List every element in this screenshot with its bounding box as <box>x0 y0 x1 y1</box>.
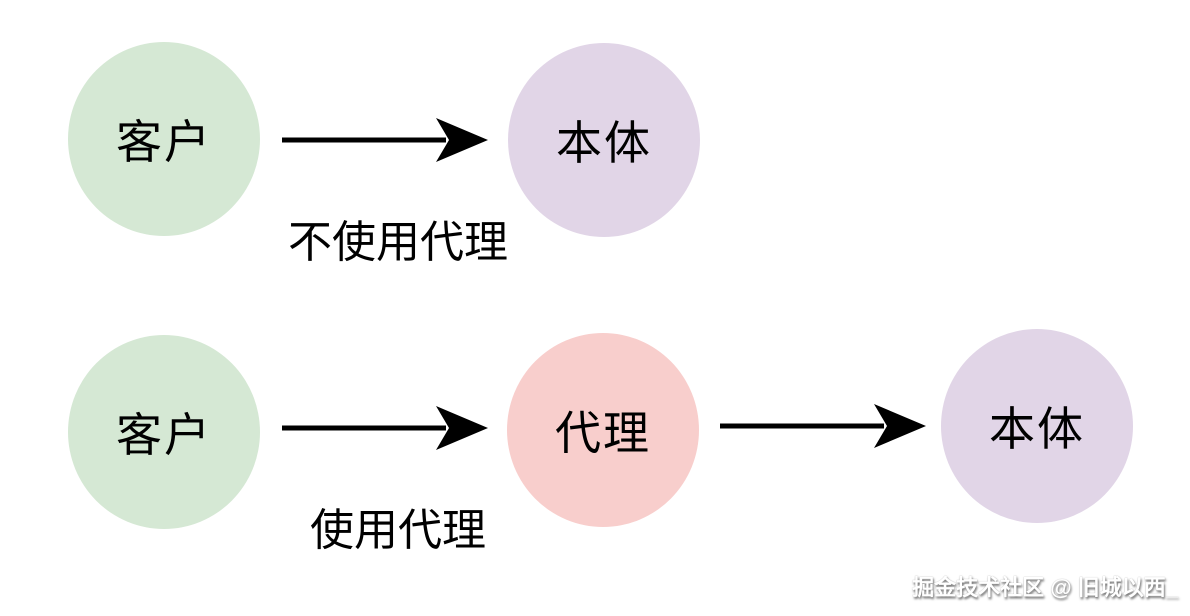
node-client-top: 客户 <box>68 42 260 236</box>
node-subject-bottom-label: 本体 <box>989 403 1085 455</box>
node-subject-bottom: 本体 <box>941 329 1133 523</box>
node-client-top-label: 客户 <box>116 116 212 168</box>
node-client-bottom-label: 客户 <box>116 409 212 461</box>
node-subject-top-label: 本体 <box>556 117 652 169</box>
arrow-client-to-proxy <box>282 406 488 450</box>
arrow-client-to-subject <box>282 118 488 162</box>
node-subject-top: 本体 <box>508 43 700 237</box>
node-proxy: 代理 <box>507 333 699 527</box>
caption-with-proxy: 使用代理 <box>310 506 486 555</box>
node-client-bottom: 客户 <box>68 335 260 529</box>
arrow-proxy-to-subject <box>720 404 926 448</box>
watermark: 掘金技术社区 @ 旧城以西_ <box>912 575 1178 600</box>
node-proxy-label: 代理 <box>555 407 651 459</box>
caption-without-proxy: 不使用代理 <box>288 218 508 267</box>
